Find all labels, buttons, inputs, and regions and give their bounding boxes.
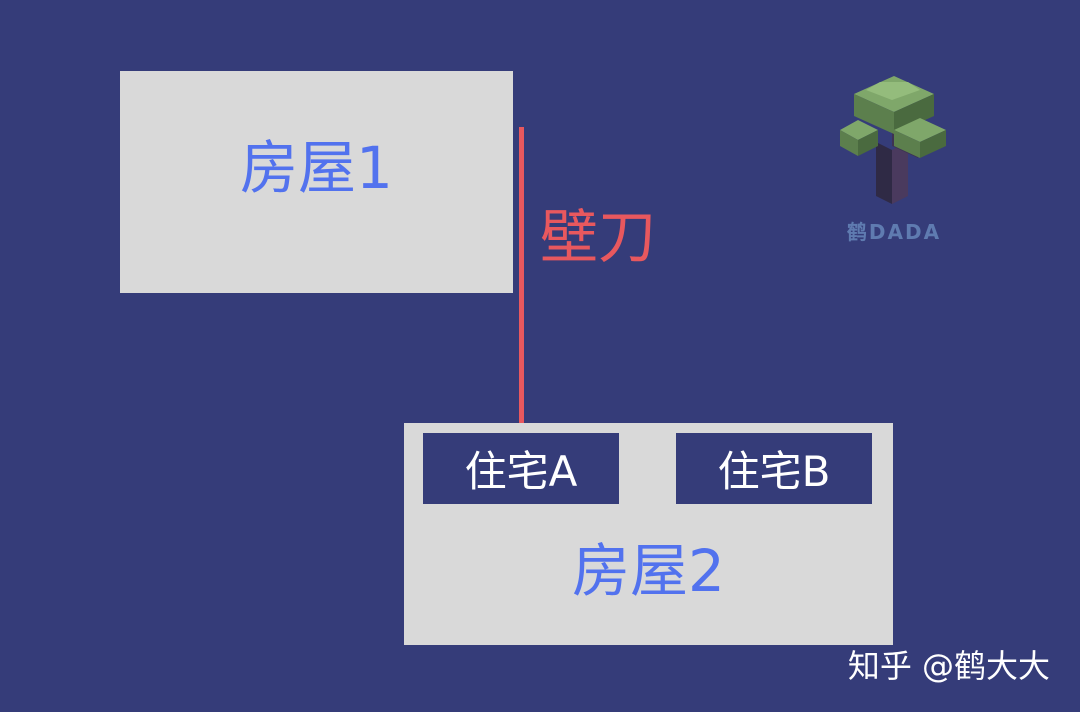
logo-text: 鹤DADA — [846, 220, 942, 244]
residence-b-box: 住宅B — [676, 433, 872, 504]
residence-b-label: 住宅B — [717, 447, 831, 496]
house-2-label: 房屋2 — [572, 537, 725, 605]
wall-blade-label: 壁刀 — [540, 203, 657, 271]
voxel-tree-icon — [840, 76, 946, 204]
house-2-box: 住宅A 住宅B 房屋2 — [404, 423, 893, 645]
zhihu-watermark: 知乎 @鹤大大 — [847, 647, 1050, 685]
residence-a-label: 住宅A — [464, 447, 578, 496]
residence-a-box: 住宅A — [423, 433, 619, 504]
house-1-label: 房屋1 — [240, 134, 393, 202]
wall-blade-line — [519, 127, 524, 424]
house-1-box: 房屋1 — [120, 71, 513, 293]
logo: 鹤DADA — [836, 72, 952, 244]
